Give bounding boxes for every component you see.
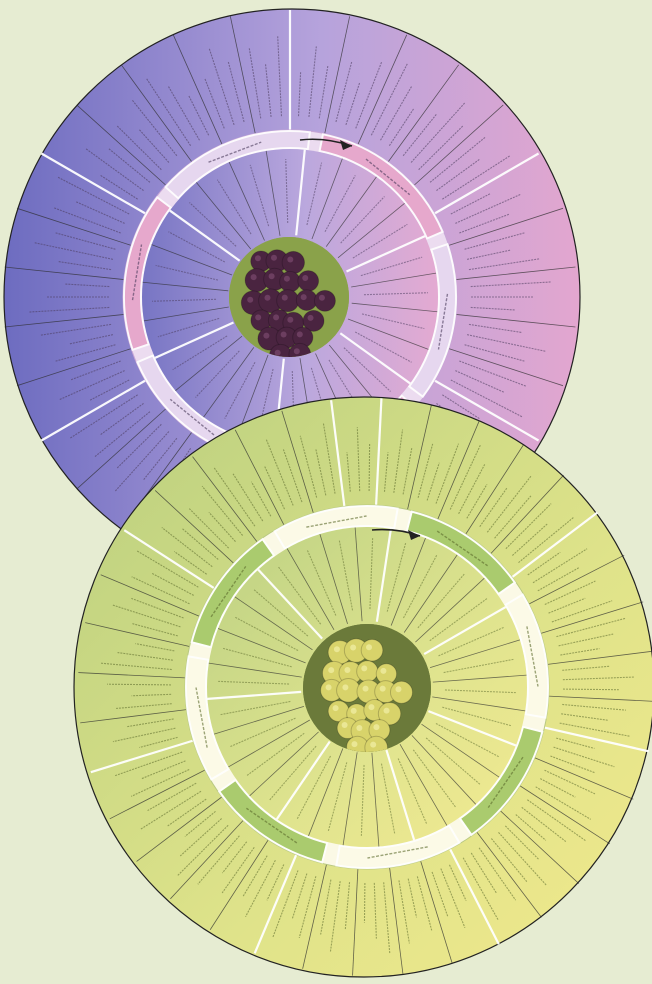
grape-highlight: [247, 297, 253, 303]
grape-berry: [390, 681, 412, 703]
grape-highlight: [273, 314, 279, 320]
grape-berry: [314, 290, 335, 311]
grape-highlight: [326, 684, 332, 690]
grape-highlight: [370, 742, 376, 748]
grape-highlight: [297, 331, 303, 337]
grape-highlight: [361, 665, 367, 671]
grape-highlight: [264, 295, 270, 301]
grape-highlight: [351, 708, 357, 714]
grape-highlight: [342, 722, 348, 728]
grape-highlight: [363, 686, 369, 692]
grape-highlight: [284, 276, 290, 282]
descriptor-mark: [107, 684, 171, 685]
grape-highlight: [319, 295, 325, 301]
grape-highlight: [263, 333, 269, 339]
grape-highlight: [333, 705, 339, 711]
grape-highlight: [282, 295, 288, 301]
grape-highlight: [334, 646, 340, 652]
grape-highlight: [380, 668, 386, 674]
grape-highlight: [271, 255, 277, 261]
grape-highlight: [287, 317, 293, 323]
grape-highlight: [255, 255, 261, 261]
grape-highlight: [342, 684, 348, 690]
grape-highlight: [373, 724, 379, 730]
grape-berry: [296, 290, 317, 311]
grape-highlight: [294, 348, 300, 354]
grape-highlight: [269, 273, 275, 279]
grape-highlight: [368, 704, 374, 710]
grape-highlight: [350, 644, 356, 650]
grape-highlight: [380, 686, 386, 692]
grape-highlight: [384, 708, 390, 714]
grape-highlight: [395, 686, 401, 692]
grape-highlight: [301, 294, 307, 300]
grape-berry: [280, 271, 301, 292]
grape-berry: [277, 290, 299, 312]
grape-highlight: [328, 667, 334, 673]
grape-highlight: [251, 274, 257, 280]
grape-berry: [298, 271, 319, 292]
grape-highlight: [281, 332, 287, 338]
grape-highlight: [255, 314, 261, 320]
grape-highlight: [302, 275, 308, 281]
grape-highlight: [287, 257, 293, 263]
grape-berry: [361, 639, 383, 661]
grape-highlight: [356, 725, 362, 731]
grape-berry: [282, 251, 304, 273]
grape-berry: [357, 661, 378, 682]
grape-highlight: [308, 315, 314, 321]
grape-highlight: [344, 667, 350, 673]
grape-highlight: [275, 350, 281, 356]
grape-highlight: [351, 741, 357, 747]
grape-highlight: [366, 644, 372, 650]
white-wine-aroma-wheel: [74, 397, 652, 977]
